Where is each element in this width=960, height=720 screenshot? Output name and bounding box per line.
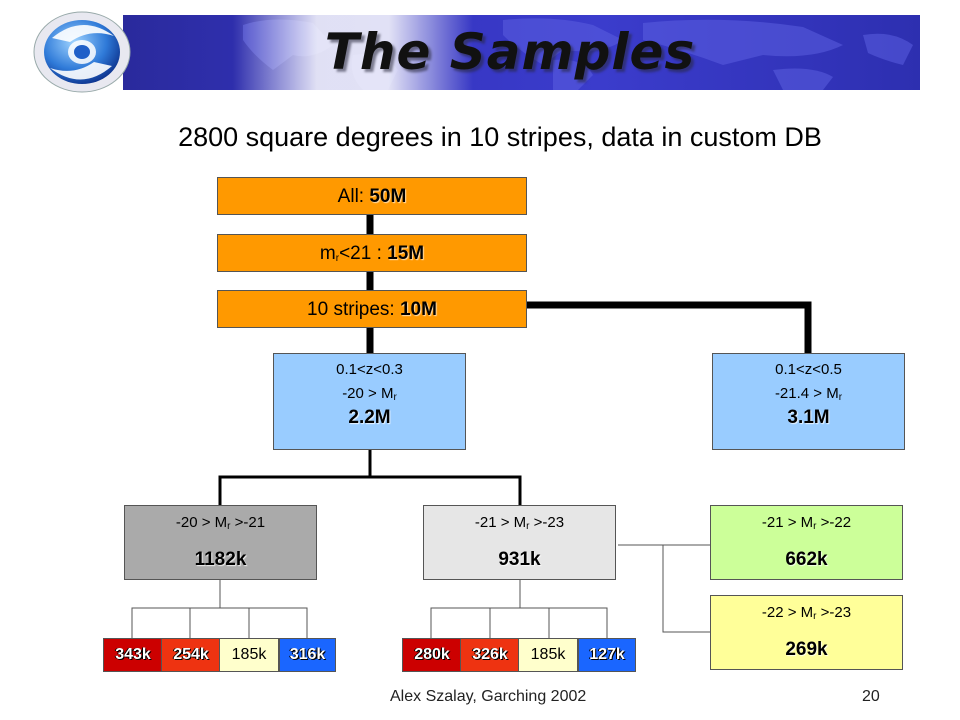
leaf-a-4: 316k: [279, 638, 336, 672]
leaf-a-1: 343k: [103, 638, 163, 672]
page-number: 20: [862, 688, 880, 705]
banner-highlight: [233, 15, 473, 90]
globe-logo-icon: [33, 11, 131, 93]
node-sub-d: -22 > Mr >-23 269k: [710, 595, 903, 670]
slide-title: The Samples: [324, 23, 696, 81]
footer-author: Alex Szalay, Garching 2002: [390, 688, 587, 705]
node-sub-c: -21 > Mr >-22 662k: [710, 505, 903, 580]
node-sub-a: -20 > Mr >-21 1182k: [124, 505, 317, 580]
node-sub-b: -21 > Mr >-23 931k: [423, 505, 616, 580]
node-10-stripes: 10 stripes: 10M: [217, 290, 527, 328]
leaf-b-2: 326k: [460, 638, 520, 672]
slide-subtitle: 2800 square degrees in 10 stripes, data …: [178, 122, 822, 152]
node-all: All: 50M: [217, 177, 527, 215]
node-branch-right: 0.1<z<0.5 -21.4 > Mr 3.1M: [712, 353, 905, 450]
leaf-b-1: 280k: [402, 638, 462, 672]
node-mr-lt-21: mr<21 : 15M: [217, 234, 527, 272]
leaf-a-2: 254k: [161, 638, 221, 672]
leaf-b-3: 185k: [518, 638, 578, 672]
node-branch-left: 0.1<z<0.3 -20 > Mr 2.2M: [273, 353, 466, 450]
leaf-b-4: 127k: [578, 638, 636, 672]
title-banner: [123, 15, 920, 90]
leaf-a-3: 185k: [219, 638, 279, 672]
